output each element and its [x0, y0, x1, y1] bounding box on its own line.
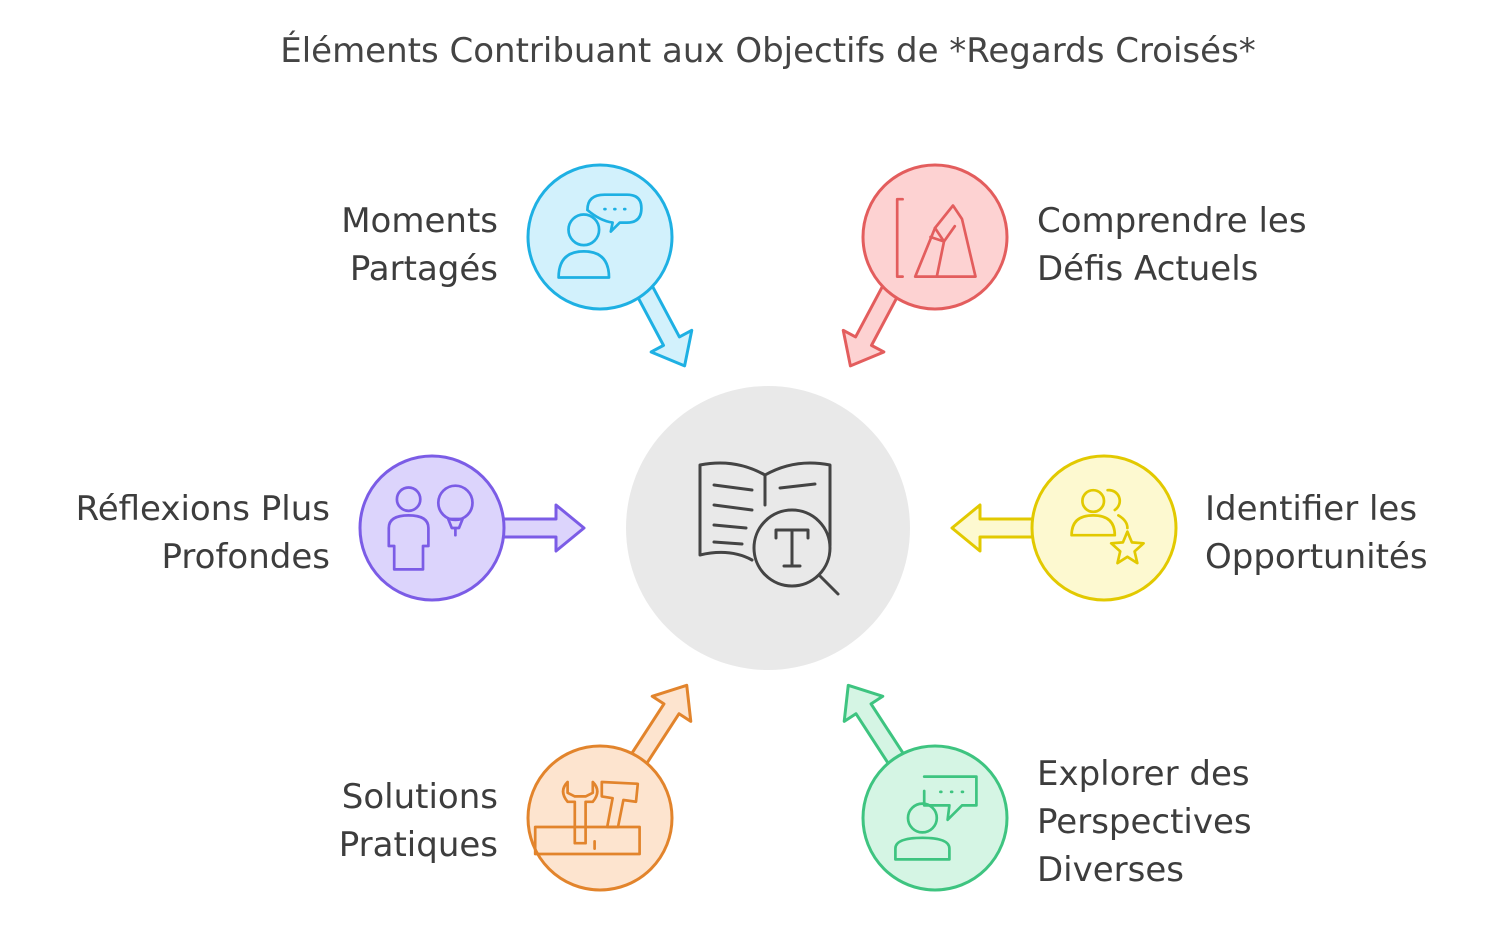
node-defis: [861, 163, 1009, 311]
person-comment-icon: [894, 775, 978, 861]
book-search-icon: [698, 461, 840, 596]
person-chat-icon: [557, 193, 643, 279]
person-idea-icon: [387, 484, 474, 571]
node-reflexions: [358, 454, 506, 602]
node-opportunites: [1030, 454, 1178, 602]
arrow-solutions: [625, 683, 693, 772]
node-perspectives: [861, 744, 1009, 892]
node-moments: [526, 163, 674, 311]
center-circle: [626, 386, 910, 670]
diagram-title: Éléments Contribuant aux Objectifs de *R…: [280, 30, 1256, 71]
mountain-icon: [895, 197, 977, 278]
users-star-icon: [1070, 488, 1145, 565]
arrow-perspectives: [842, 683, 910, 772]
toolbox-icon: [533, 780, 641, 856]
node-solutions: [526, 744, 674, 892]
